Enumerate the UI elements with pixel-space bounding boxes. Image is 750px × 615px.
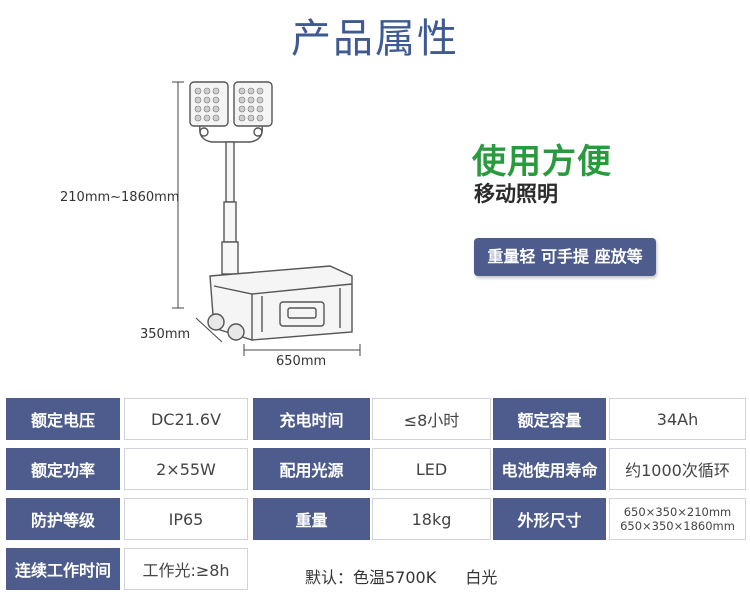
spec-value: 34Ah [609,398,746,440]
spec-value: IP65 [124,498,248,540]
spec-value: 约1000次循环 [609,448,746,490]
feature-badge: 重量轻 可手提 座放等 [474,238,656,276]
spec-label: 连续工作时间 [6,548,120,590]
footnote: 默认：色温5700K 白光 [305,564,521,588]
page-title: 产品属性 [291,16,459,62]
spec-table: 额定电压 DC21.6V 充电时间 ≤8小时 额定容量 34Ah 额定功率 2×… [6,398,746,598]
dimension-line-1: 650×350×210mm [623,505,732,519]
spec-value: 2×55W [124,448,248,490]
color-temperature-note: 默认：色温5700K [305,568,437,587]
spec-value: 工作光:≥8h [124,548,248,590]
spec-label: 充电时间 [253,398,370,440]
spec-row: 额定电压 DC21.6V 充电时间 ≤8小时 额定容量 34Ah [6,398,746,448]
spec-row: 额定功率 2×55W 配用光源 LED 电池使用寿命 约1000次循环 [6,448,746,498]
work-light-drawing [172,81,361,356]
spec-label: 额定电压 [6,398,120,440]
spec-row: 防护等级 IP65 重量 18kg 外形尺寸 650×350×210mm 650… [6,498,746,548]
spec-label: 配用光源 [253,448,370,490]
spec-value: 18kg [372,498,491,540]
product-illustration: 210mm~1860mm 350mm 650mm [0,70,460,380]
width-dimension-label: 650mm [276,354,327,369]
spec-label: 防护等级 [6,498,120,540]
spec-value: ≤8小时 [372,398,491,440]
subheadline: 移动照明 [474,182,558,206]
spec-row: 连续工作时间 工作光:≥8h [6,548,746,598]
height-dimension-label: 210mm~1860mm [60,190,180,205]
dimension-line-2: 650×350×1860mm [620,519,735,533]
spec-value-dimensions: 650×350×210mm 650×350×1860mm [609,498,746,540]
spec-label: 外形尺寸 [493,498,606,540]
spec-value: DC21.6V [124,398,248,440]
spec-label: 额定容量 [493,398,606,440]
spec-label: 电池使用寿命 [493,448,606,490]
depth-dimension-label: 350mm [140,327,191,342]
light-color-note: 白光 [465,568,498,587]
spec-label: 额定功率 [6,448,120,490]
spec-value: LED [372,448,491,490]
spec-label: 重量 [253,498,370,540]
headline: 使用方便 [472,142,612,182]
